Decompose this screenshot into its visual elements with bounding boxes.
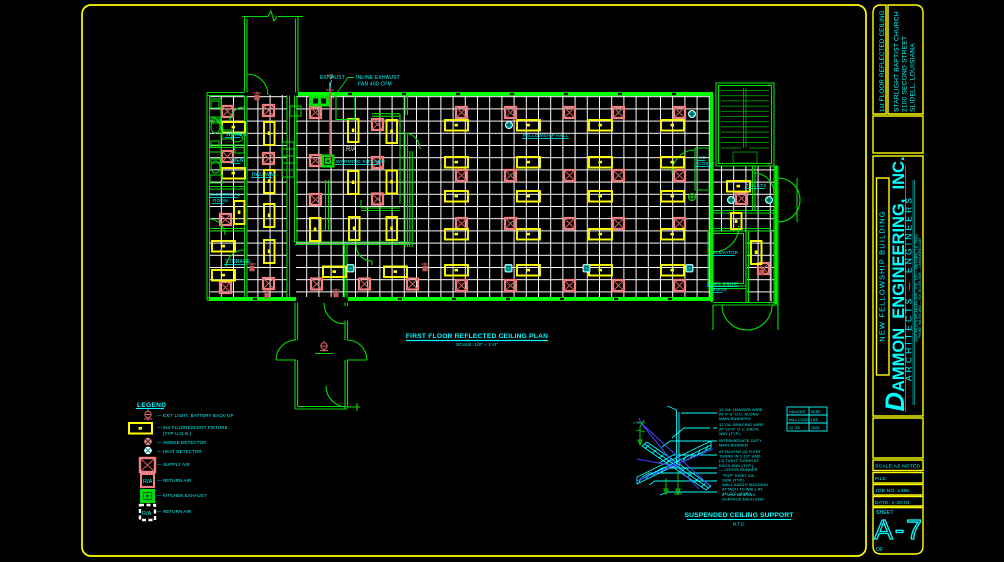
svg-text:"POP" RIVET EA.: "POP" RIVET EA. bbox=[722, 473, 755, 478]
svg-text:SCALE:AS NOTED: SCALE:AS NOTED bbox=[875, 464, 920, 470]
svg-text:— RETURN AIR: — RETURN AIR bbox=[157, 509, 192, 514]
svg-text:1st FLOOR REFLECTED CEILING: 1st FLOOR REFLECTED CEILING bbox=[879, 10, 886, 112]
svg-text:3909 WEST ESPLANADE AVE., STE.: 3909 WEST ESPLANADE AVE., STE. 100 — MET… bbox=[915, 234, 919, 342]
svg-text:2100 SECOND STREET: 2100 SECOND STREET bbox=[902, 36, 909, 112]
svg-text:ELEVATOR: ELEVATOR bbox=[713, 250, 739, 255]
svg-text:CLOSET: CLOSET bbox=[696, 161, 715, 166]
svg-text:16" O.C. (TYP.): 16" O.C. (TYP.) bbox=[722, 491, 751, 496]
svg-text:JOB NO. 1485: JOB NO. 1485 bbox=[875, 488, 909, 494]
svg-text:— EXIT LIGHT, BATTERY BACK-UP: — EXIT LIGHT, BATTERY BACK-UP bbox=[157, 413, 234, 418]
svg-text:ROOM: ROOM bbox=[712, 287, 727, 292]
svg-text:SLIDELL, LOUISIANA: SLIDELL, LOUISIANA bbox=[910, 43, 917, 112]
svg-text:TURNS IN 1-1/2" AND: TURNS IN 1-1/2" AND bbox=[719, 454, 761, 459]
svg-text:SCALE: 1/8" = 1'-0": SCALE: 1/8" = 1'-0" bbox=[456, 342, 498, 347]
svg-text:NEW FELLOWSHIP BUILDING: NEW FELLOWSHIP BUILDING bbox=[878, 210, 887, 341]
svg-text:ATTACH W/ (2) TIGHT: ATTACH W/ (2) TIGHT bbox=[719, 449, 762, 454]
svg-text:DATE: 1-20-04: DATE: 1-20-04 bbox=[875, 500, 910, 506]
svg-text:MAX LOAD: MAX LOAD bbox=[789, 418, 809, 422]
svg-text:HALLWAY: HALLWAY bbox=[252, 172, 277, 178]
svg-text:INLINE EXHAUST: INLINE EXHAUST bbox=[356, 75, 400, 81]
svg-text:ROOM: ROOM bbox=[213, 198, 228, 203]
svg-text:— CROSS RUNNER: — CROSS RUNNER bbox=[719, 467, 758, 472]
svg-text:ELEV. EQUIP: ELEV. EQUIP bbox=[708, 281, 738, 286]
svg-text:HANGER: HANGER bbox=[789, 410, 806, 414]
svg-text:A-7: A-7 bbox=[874, 514, 924, 545]
svg-text:A/C: A/C bbox=[698, 155, 706, 160]
svg-text:STORAGE: STORAGE bbox=[225, 259, 251, 265]
svg-text:AT 4'-0" O.C. ALONG: AT 4'-0" O.C. ALONG bbox=[719, 412, 759, 417]
svg-text:100#: 100# bbox=[811, 426, 820, 430]
svg-text:— SUPPLY AIR: — SUPPLY AIR bbox=[157, 462, 190, 467]
svg-text:EXHAUST: EXHAUST bbox=[320, 75, 345, 81]
svg-text:FAN 400 CFM: FAN 400 CFM bbox=[358, 82, 392, 88]
svg-text:12 GA: 12 GA bbox=[789, 426, 800, 430]
svg-text:ATTACH TO WALL AT: ATTACH TO WALL AT bbox=[722, 487, 763, 492]
svg-text:— RETURN AIR: — RETURN AIR bbox=[157, 478, 192, 483]
svg-text:EACH END (TYP.): EACH END (TYP.) bbox=[719, 463, 754, 468]
svg-text:R/A: R/A bbox=[142, 511, 152, 517]
svg-text:ARCHITECTS — ENGINEERS: ARCHITECTS — ENGINEERS bbox=[904, 195, 914, 381]
svg-text:SIDE (TYP.): SIDE (TYP.) bbox=[722, 478, 745, 483]
svg-text:WAY (TYP.): WAY (TYP.) bbox=[719, 431, 741, 436]
svg-text:(TYP-U.O.N.): (TYP-U.O.N.) bbox=[163, 431, 192, 436]
svg-text:FILE:: FILE: bbox=[875, 476, 888, 482]
svg-text:SHEET: SHEET bbox=[876, 510, 894, 516]
svg-text:R/A: R/A bbox=[143, 479, 153, 485]
svg-text:— HEAT DETECTOR: — HEAT DETECTOR bbox=[157, 449, 202, 454]
svg-text:MEN: MEN bbox=[232, 158, 244, 164]
svg-text:— KITCHEN EXHAUST: — KITCHEN EXHAUST bbox=[157, 493, 207, 498]
svg-text:2" MIN. BEARING: 2" MIN. BEARING bbox=[722, 492, 756, 497]
svg-text:12 GA. BRACING WIRE: 12 GA. BRACING WIRE bbox=[719, 422, 764, 427]
svg-text:FIRST FLOOR REFLECTED CEILING: FIRST FLOOR REFLECTED CEILING PLAN bbox=[406, 333, 548, 340]
svg-text:FELLOWSHIP HALL: FELLOWSHIP HALL bbox=[523, 133, 569, 138]
svg-text:AT 12'-0" O.C. EACH: AT 12'-0" O.C. EACH bbox=[719, 427, 758, 432]
svg-text:— SMOKE DETECTOR: — SMOKE DETECTOR bbox=[157, 440, 207, 445]
svg-text:4' MAX: 4' MAX bbox=[633, 421, 646, 425]
svg-text:INTERMEDIATE DUTY: INTERMEDIATE DUTY bbox=[719, 438, 762, 443]
svg-text:12 GA. HANGER WIRE: 12 GA. HANGER WIRE bbox=[719, 407, 763, 412]
svg-text:TOILETS: TOILETS bbox=[746, 183, 766, 188]
svg-text:OF: OF bbox=[876, 547, 883, 553]
svg-text:— 2x4 FLUORESCENT FIXTURE: — 2x4 FLUORESCENT FIXTURE bbox=[157, 425, 228, 430]
svg-text:(3) TIGHT TURNS AT: (3) TIGHT TURNS AT bbox=[719, 458, 759, 463]
svg-text:WOMEN: WOMEN bbox=[226, 132, 247, 138]
svg-text:STARLIGHT BAPTIST CHURCH: STARLIGHT BAPTIST CHURCH bbox=[894, 11, 901, 112]
svg-text:SUSPENDED CEILING SUPPORT: SUSPENDED CEILING SUPPORT bbox=[685, 512, 795, 519]
svg-text:WALL ANGLE MOLDING: WALL ANGLE MOLDING bbox=[722, 482, 768, 487]
svg-text:LBS: LBS bbox=[811, 418, 819, 422]
svg-text:ELECTRICAL: ELECTRICAL bbox=[210, 192, 241, 197]
svg-text:MAIN RUNNERS: MAIN RUNNERS bbox=[719, 416, 751, 421]
svg-text:MAIN RUNNER: MAIN RUNNER bbox=[719, 443, 748, 448]
svg-text:WIRE: WIRE bbox=[811, 410, 821, 414]
svg-text:LEGEND: LEGEND bbox=[137, 402, 166, 409]
svg-text:R/A: R/A bbox=[346, 147, 356, 153]
svg-text:WARMING KITCHEN: WARMING KITCHEN bbox=[336, 159, 385, 165]
svg-text:PHONE: 504-835-2800 — FAX: 504: PHONE: 504-835-2800 — FAX: 504-835-2828 … bbox=[918, 238, 922, 339]
svg-text:N.T.S.: N.T.S. bbox=[733, 522, 746, 527]
svg-text:SURFACE EACH END: SURFACE EACH END bbox=[722, 497, 764, 502]
